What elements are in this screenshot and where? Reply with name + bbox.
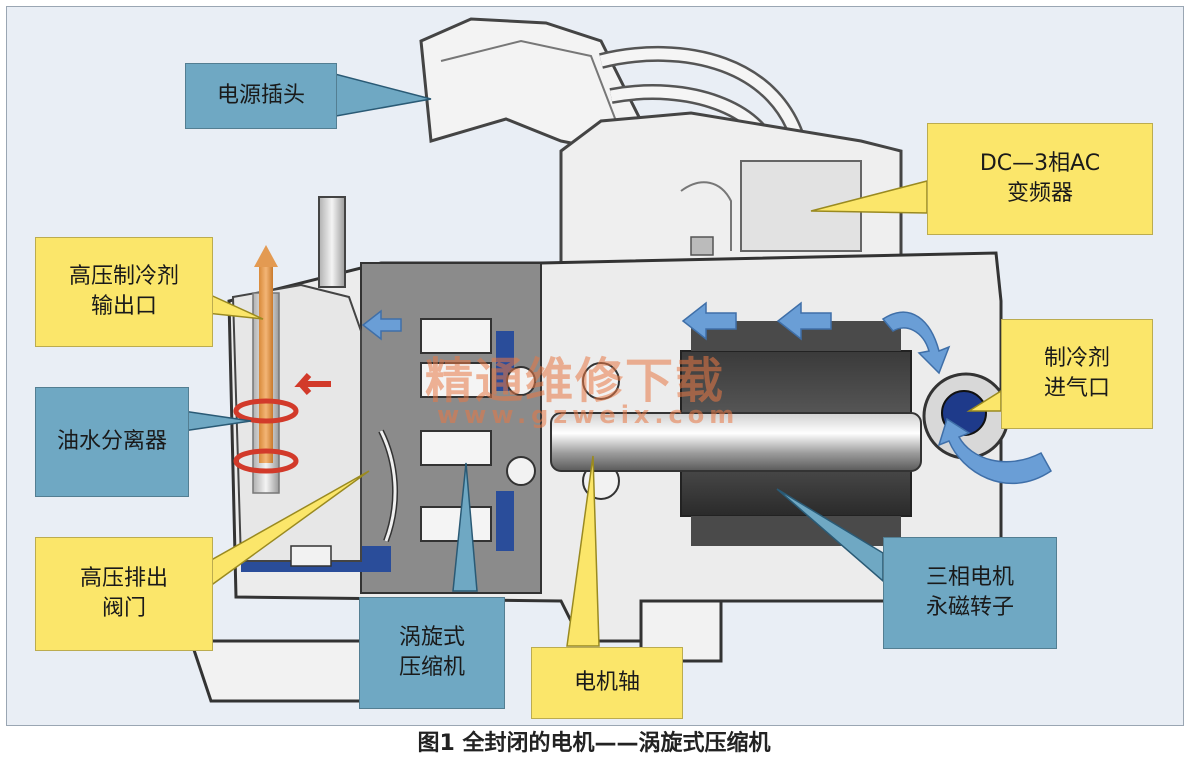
figure-caption: 图1 全封闭的电机——涡旋式压缩机 [417,731,771,756]
callout-pointers [182,71,1002,647]
label-scroll-compressor: 涡旋式 压缩机 [359,597,505,709]
watermark-url: www.gzweix.com [437,401,740,429]
compressor-housing [188,196,1010,703]
label-hp-discharge-valve: 高压排出 阀门 [35,537,213,651]
label-motor-rotor: 三相电机 永磁转子 [883,537,1057,649]
label-refrigerant-inlet: 制冷剂 进气口 [1001,319,1153,429]
inverter-housing [559,111,903,265]
oil-separator-swirl [233,398,299,474]
discharge-flow-arrow [294,373,331,395]
label-hp-refrigerant-outlet: 高压制冷剂 输出口 [35,237,213,347]
refrigerant-flow-arrows [361,301,1052,484]
label-motor-shaft: 电机轴 [531,647,683,719]
label-power-plug: 电源插头 [185,63,337,129]
illustration-frame: 电源插头 DC—3相AC 变频器 高压制冷剂 输出口 油水分离器 高压排出 阀门… [6,6,1184,726]
label-oil-water-separator: 油水分离器 [35,387,189,497]
power-plug [419,17,809,154]
compressor-cutaway-drawing [182,17,1052,703]
label-inverter: DC—3相AC 变频器 [927,123,1153,235]
watermark-cn: 精通维修下载 [425,353,726,409]
